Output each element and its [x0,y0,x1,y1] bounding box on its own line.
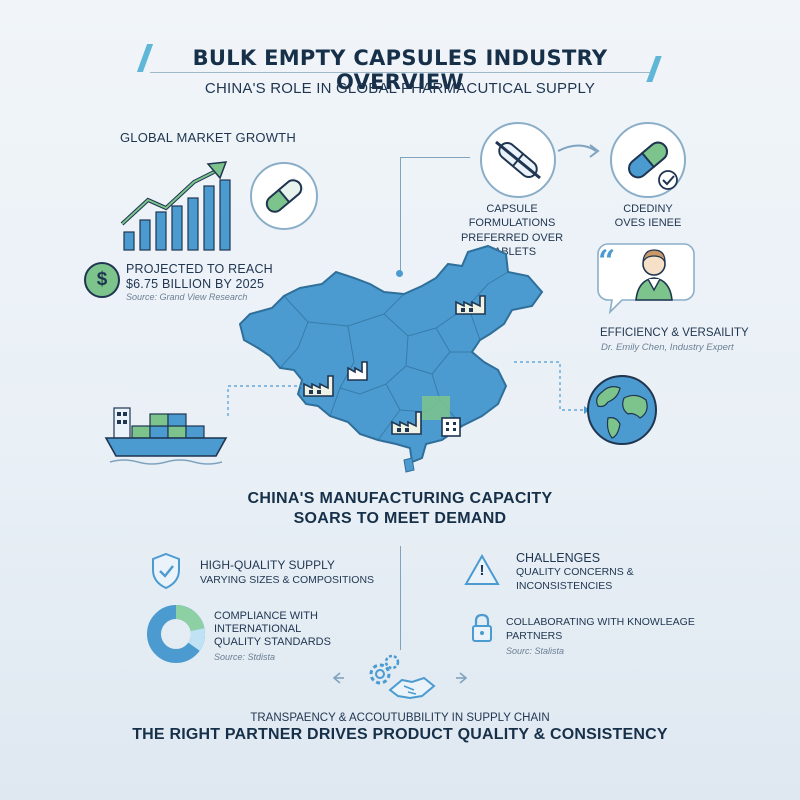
china-caption-line2: SOARS TO MEET DEMAND [293,510,507,527]
route-dotted-line [227,385,302,416]
partnership-icon [332,654,468,700]
compliance-line1: COMPLIANCE WITH [214,610,318,622]
factory-icon [455,295,486,315]
expert-bubble-icon [597,243,695,315]
factory-icon [391,411,422,435]
footer-line1: TRANSPAENCY & ACCOUTUBBILITY IN SUPPLY C… [250,712,550,724]
title-divider [150,72,650,73]
quality-title: HIGH-QUALITY SUPPLY [200,558,335,572]
collab-source: Sourc: Stalista [506,646,565,656]
connector-dot [396,270,403,277]
formulations-right-line1: CDEDINY [623,203,673,215]
globe-icon [587,375,657,445]
challenges-line1: QUALITY CONCERNS & [516,566,634,578]
dollar-icon: $ [84,262,120,298]
compliance-line3: QUALITY STANDARDS [214,636,331,649]
route-dotted-line [514,361,590,414]
compliance-text: COMPLIANCE WITH INTERNATIONAL QUALITY ST… [214,610,331,650]
quote-icon: “ [598,244,616,279]
building-icon [441,417,461,437]
warning-icon [464,554,500,585]
donut-chart-icon [147,605,205,663]
market-source: Source: Grand View Research [126,292,248,302]
formulations-line1: CAPSULE FORMULATIONS [468,203,556,230]
footer-line2: THE RIGHT PARTNER DRIVES PRODUCT QUALITY… [132,726,668,743]
market-heading: GLOBAL MARKET GROWTH [120,130,296,145]
formulations-right-line2: OVES IENEE [614,217,682,230]
china-map [238,244,544,473]
factory-icon [303,375,334,397]
projection-line1: PROJECTED TO REACH [126,262,273,276]
page-title: BULK EMPTY CAPSULES INDUSTRY OVERVIEW [192,46,608,94]
compliance-source: Source: Stdista [214,652,276,662]
connector-vertical [400,157,401,275]
expert-label: EFFICIENCY & VERSAILITY [600,327,749,339]
page-subtitle: CHINA'S ROLE IN GLOBAL PHARMACUTICAL SUP… [204,80,596,97]
china-caption-line1: CHINA'S MANUFACTURING CAPACITY [247,490,553,507]
quality-subtitle: VARYING SIZES & COMPOSITIONS [200,574,375,586]
collab-line1: COLLABORATING WITH KNOWLEAGE [506,616,695,628]
compliance-line2: INTERNATIONAL [214,623,302,636]
expert-name: Dr. Emily Chen, Industry Expert [601,342,734,353]
no-tablet-icon [480,122,556,198]
growth-chart-icon [120,161,231,251]
formulations-right-text: CDEDINY OVES IENEE [598,202,698,231]
capsule-circle-icon [250,162,318,230]
challenges-line2: INCONSISTENCIES [516,580,613,592]
section-divider [400,546,401,650]
capsule-check-icon [610,122,686,198]
factory-icon [347,361,368,381]
challenges-title: CHALLENGES [516,551,601,565]
shield-check-icon [152,552,180,590]
cargo-ship-icon [104,407,228,465]
lock-icon [472,613,492,642]
projection-line2: $6.75 BILLION BY 2025 [126,277,265,291]
warning-mark: ! [479,562,485,579]
collab-line2: PARTNERS [506,630,563,642]
arrow-right-icon [557,144,600,158]
connector-horizontal [400,157,470,158]
